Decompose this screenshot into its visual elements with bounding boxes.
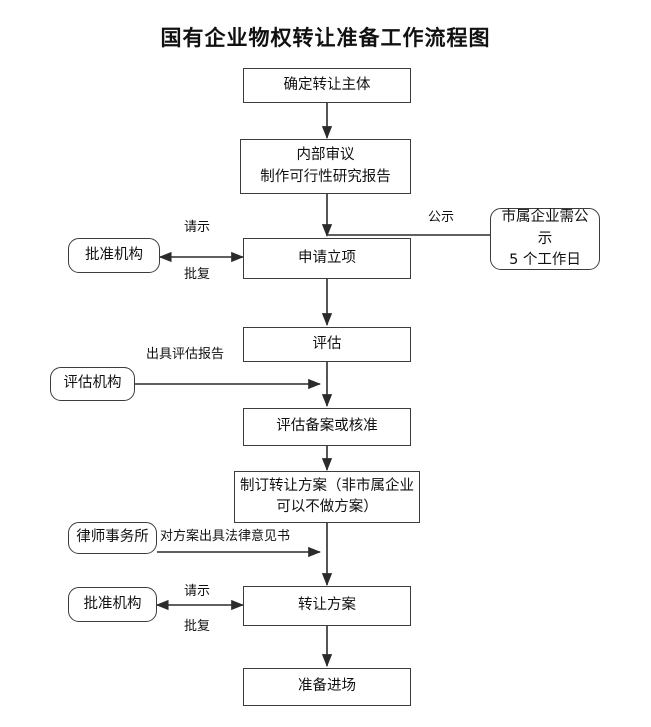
node-law-firm[interactable]: 律师事务所 [68,522,157,554]
node-label: 批准机构 [83,595,142,612]
edge-label-request-top: 请示 [184,220,211,235]
node-appraisal-org[interactable]: 评估机构 [50,367,135,401]
node-appraisal-record[interactable]: 评估备案或核准 [243,408,411,446]
node-label: 律师事务所 [76,529,149,546]
node-appraisal[interactable]: 评估 [243,327,411,362]
node-label: 确定转让主体 [283,76,371,93]
edge-label-issue-appraisal-report: 出具评估报告 [146,347,225,362]
node-label: 准备进场 [298,678,356,695]
node-label: 批准机构 [85,246,143,263]
node-label-line2: 制作可行性研究报告 [260,168,391,185]
node-approval-org-bottom[interactable]: 批准机构 [68,587,157,622]
edge-label-request-bottom: 请示 [184,584,211,599]
edge-label-publicity: 公示 [428,210,455,225]
page-title: 国有企业物权转让准备工作流程图 [160,26,491,50]
node-apply-project[interactable]: 申请立项 [243,238,411,279]
node-transfer-plan-draft[interactable]: 制订转让方案（非市属企业 可以不做方案） [234,471,420,523]
node-transfer-plan[interactable]: 转让方案 [243,586,411,626]
node-internal-review[interactable]: 内部审议 制作可行性研究报告 [240,139,411,194]
node-approval-org-top[interactable]: 批准机构 [68,238,160,273]
edge-label-legal-opinion: 对方案出具法律意见书 [160,529,291,544]
node-label: 申请立项 [298,249,356,266]
node-label-line1: 制订转让方案（非市属企业 [240,477,414,494]
node-label-line1: 内部审议 [296,147,355,164]
node-label: 评估备案或核准 [276,418,378,435]
node-label-line2: 可以不做方案） [276,499,378,515]
node-confirm-subject[interactable]: 确定转让主体 [243,68,411,103]
edge-label-reply-bottom: 批复 [184,619,211,634]
edge-label-reply-top: 批复 [184,267,211,282]
node-label: 评估机构 [63,375,122,392]
node-label: 转让方案 [298,597,356,614]
node-label: 评估 [312,335,342,352]
node-prepare-entry[interactable]: 准备进场 [243,668,411,706]
node-label-line1: 市属企业需公示 [501,209,589,247]
node-label-line2: 5 个工作日 [509,251,581,268]
node-city-publicity[interactable]: 市属企业需公示 5 个工作日 [490,208,600,270]
